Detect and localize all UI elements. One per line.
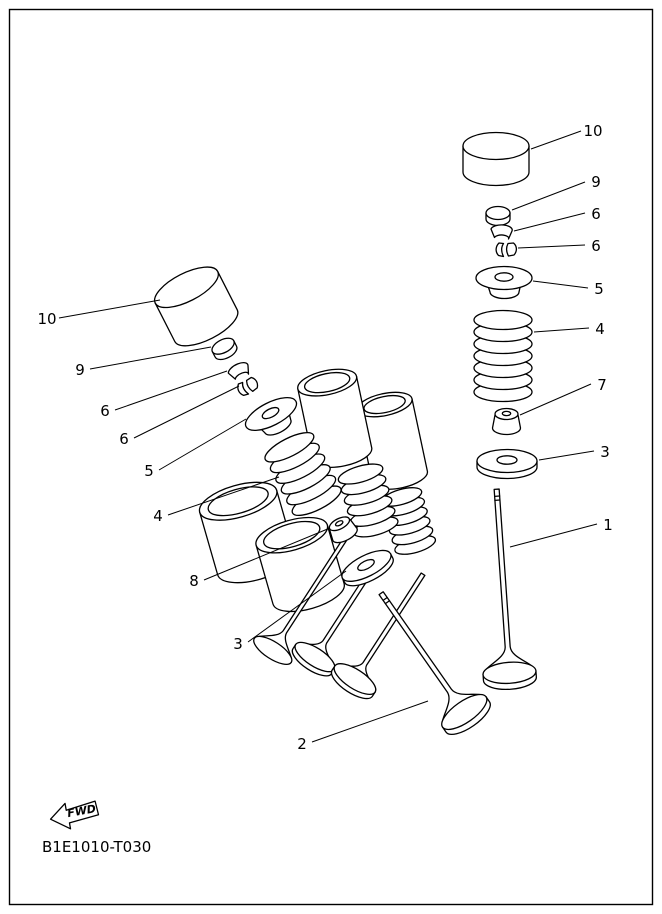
valve-spring-left bbox=[264, 431, 342, 517]
callout-3-left: 3 bbox=[233, 635, 243, 653]
spring-retainer-left bbox=[244, 397, 298, 436]
valve-cotter-pair-left bbox=[237, 376, 259, 397]
callout-10-left: 10 bbox=[37, 310, 56, 328]
callout-labels: 10 9 6 6 5 4 7 3 1 10 9 6 6 5 4 8 3 2 bbox=[37, 122, 612, 753]
fwd-label: FWD bbox=[66, 802, 97, 820]
diagram-code: B1E1010-T030 bbox=[42, 838, 151, 856]
fwd-arrow: FWD bbox=[49, 800, 100, 830]
callout-9-right: 9 bbox=[591, 173, 601, 191]
callout-3-right: 3 bbox=[600, 443, 610, 461]
valve-lifter-assembled-4 bbox=[255, 516, 345, 613]
callout-8-left: 8 bbox=[189, 572, 199, 590]
spring-seat-right bbox=[476, 448, 538, 480]
valve-cotter-upper-right bbox=[490, 224, 513, 240]
valve-pad-shim-left bbox=[211, 337, 238, 361]
valve-stem-seal-right bbox=[491, 407, 522, 436]
assembled-valve-train bbox=[198, 368, 437, 700]
callout-6a-right: 6 bbox=[591, 205, 601, 223]
callout-5-right: 5 bbox=[594, 280, 604, 298]
valve-spring-assembled-1 bbox=[337, 463, 399, 538]
valve-intake-right bbox=[482, 488, 537, 691]
callout-4-right: 4 bbox=[595, 320, 605, 338]
valve-stem-seal-left bbox=[328, 516, 358, 544]
callout-4-left: 4 bbox=[153, 507, 163, 525]
callout-6b-right: 6 bbox=[591, 237, 601, 255]
valve-lifter-right bbox=[462, 131, 530, 187]
valve-assembled-3 bbox=[253, 537, 348, 665]
valve-cotter-upper-left bbox=[227, 362, 250, 380]
valve-pad-shim-right bbox=[485, 205, 511, 227]
exploded-stack-left bbox=[153, 266, 491, 735]
valve-spring-right bbox=[473, 309, 533, 403]
callout-7-right: 7 bbox=[597, 376, 607, 394]
spring-seat-left bbox=[341, 549, 394, 587]
valve-assembled-2 bbox=[330, 572, 426, 700]
callout-10-right: 10 bbox=[583, 122, 602, 140]
callout-2-left: 2 bbox=[297, 735, 307, 753]
exploded-stack-right bbox=[462, 131, 538, 691]
valve-cotter-pair-right bbox=[495, 242, 518, 258]
page-border bbox=[8, 8, 654, 906]
callout-1-right: 1 bbox=[603, 516, 613, 534]
callout-6b-left: 6 bbox=[119, 430, 129, 448]
valve-lifter-left bbox=[153, 266, 239, 347]
valve-exhaust-left bbox=[378, 591, 491, 735]
callout-6a-left: 6 bbox=[100, 402, 110, 420]
callout-leaders bbox=[58, 130, 598, 743]
callout-5-left: 5 bbox=[144, 462, 154, 480]
spring-retainer-right bbox=[475, 265, 533, 300]
callout-9-left: 9 bbox=[75, 361, 85, 379]
